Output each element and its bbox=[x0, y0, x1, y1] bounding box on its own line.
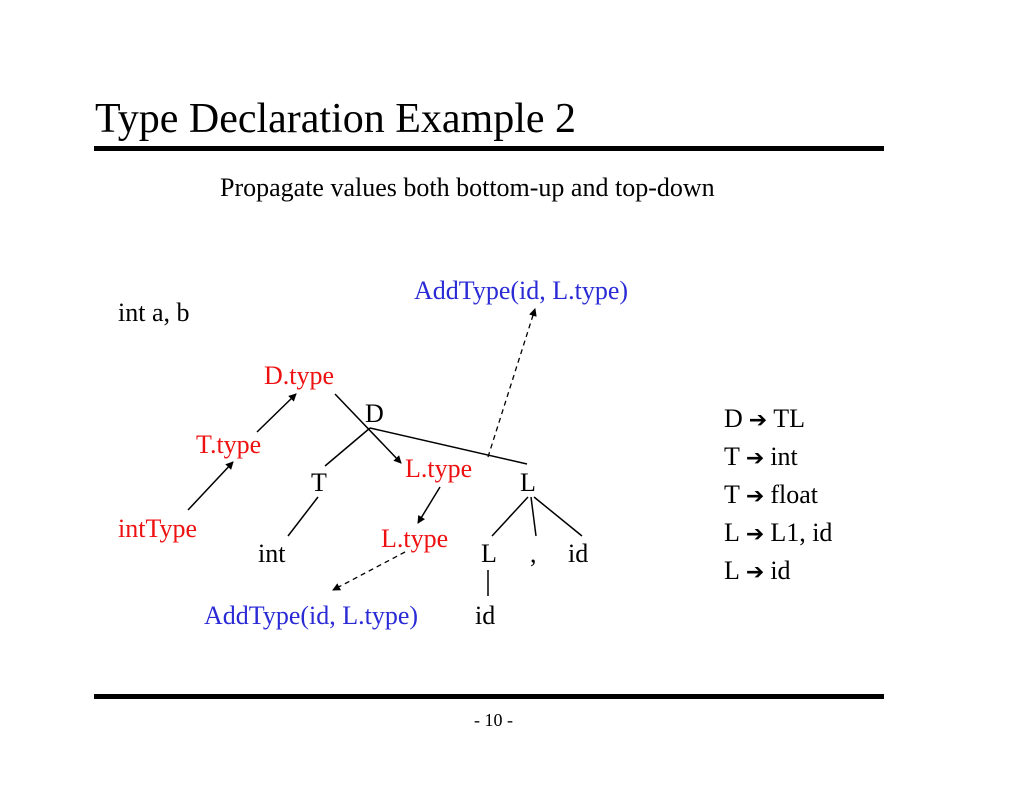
rule-lhs: T bbox=[724, 480, 740, 509]
edge-l-comma bbox=[530, 496, 537, 537]
rule-lhs: D bbox=[724, 404, 743, 433]
right-arrow-icon: ➔ bbox=[745, 446, 765, 471]
right-arrow-icon: ➔ bbox=[748, 408, 768, 433]
rule-lhs: L bbox=[724, 518, 740, 547]
rule-rhs: L1, id bbox=[770, 518, 833, 547]
grammar-rules: D➔TL T➔int T➔float L➔L1, id L➔id bbox=[724, 404, 832, 594]
grammar-rule: D➔TL bbox=[724, 404, 832, 442]
arrow-ltype-ltype bbox=[417, 486, 441, 524]
declaration-text: int a, b bbox=[118, 298, 190, 327]
right-arrow-icon: ➔ bbox=[745, 484, 765, 509]
right-arrow-icon: ➔ bbox=[745, 560, 765, 585]
edge-l-linner bbox=[491, 496, 529, 537]
rule-rhs: TL bbox=[773, 404, 805, 433]
arrow-inttype-ttype bbox=[187, 461, 234, 511]
grammar-rule: T➔int bbox=[724, 442, 832, 480]
edge-t-int bbox=[287, 496, 319, 537]
arrow-dtype-ltype bbox=[334, 393, 402, 464]
rule-rhs: int bbox=[770, 442, 798, 471]
title-divider bbox=[94, 146, 884, 151]
attribute-l-type-upper: L.type bbox=[405, 454, 473, 483]
tree-node-id: id bbox=[568, 539, 589, 568]
tree-node-t: T bbox=[311, 468, 327, 497]
rule-rhs: id bbox=[770, 556, 791, 585]
tree-node-l: L bbox=[520, 468, 536, 497]
slide-title: Type Declaration Example 2 bbox=[95, 96, 577, 142]
edge-d-t bbox=[324, 427, 371, 467]
slide-subtitle: Propagate values both bottom-up and top-… bbox=[220, 173, 715, 202]
page-number: - 10 - bbox=[474, 710, 513, 730]
rule-lhs: T bbox=[724, 442, 740, 471]
grammar-rule: L➔id bbox=[724, 556, 832, 594]
tree-node-int: int bbox=[258, 539, 286, 568]
tree-node-id-leaf: id bbox=[475, 601, 496, 630]
tree-node-comma: , bbox=[530, 539, 537, 568]
attribute-t-type: T.type bbox=[196, 430, 262, 459]
attribute-inttype: intType bbox=[118, 514, 198, 543]
arrow-ltype-addtype-top bbox=[487, 308, 537, 458]
rule-rhs: float bbox=[770, 480, 818, 509]
attribute-l-type-lower: L.type bbox=[381, 524, 449, 553]
arrow-ltype-addtype-bottom bbox=[332, 551, 406, 591]
footer-divider bbox=[94, 694, 884, 699]
edge-d-l bbox=[369, 427, 528, 465]
arrow-ttype-dtype bbox=[256, 393, 297, 433]
rule-lhs: L bbox=[724, 556, 740, 585]
action-addtype-bottom: AddType(id, L.type) bbox=[204, 601, 419, 630]
right-arrow-icon: ➔ bbox=[745, 522, 765, 547]
tree-node-l-inner: L bbox=[481, 539, 497, 568]
grammar-rule: T➔float bbox=[724, 480, 832, 518]
action-addtype-top: AddType(id, L.type) bbox=[414, 276, 629, 305]
tree-node-d: D bbox=[365, 399, 384, 428]
attribute-d-type: D.type bbox=[264, 361, 335, 390]
edge-l-id bbox=[533, 496, 583, 537]
grammar-rule: L➔L1, id bbox=[724, 518, 832, 556]
